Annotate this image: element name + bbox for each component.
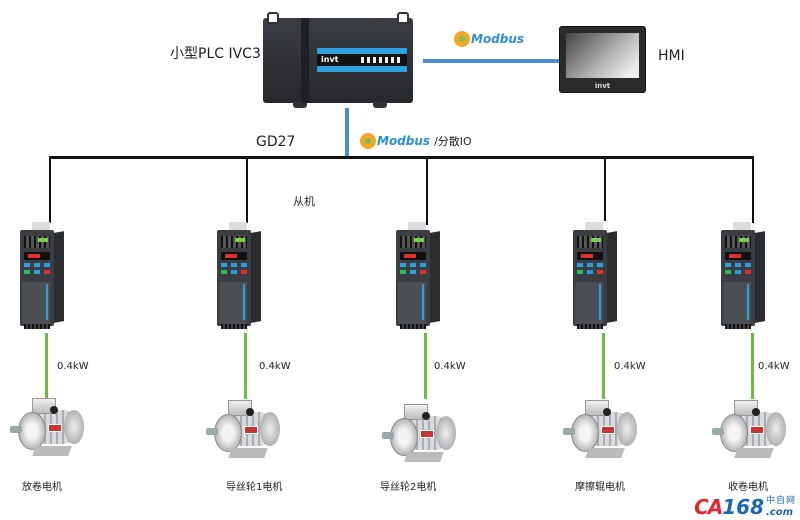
watermark-domain: .com — [765, 507, 794, 518]
plc-bus-link — [345, 108, 349, 158]
motor-cable — [602, 333, 605, 399]
motor-label: 导丝轮1电机 — [226, 482, 283, 493]
motor-icon — [712, 400, 790, 466]
motor-label: 摩擦辊电机 — [575, 482, 625, 493]
watermark-red: CA — [694, 495, 723, 519]
bus-suffix: /分散IO — [434, 135, 472, 148]
gd27-drive — [20, 222, 64, 329]
plc-device: invt — [263, 12, 413, 108]
drive-display — [400, 252, 426, 260]
drop-line — [752, 157, 754, 223]
motor-label: 收卷电机 — [728, 482, 768, 493]
drive-display — [24, 252, 50, 260]
motor-label: 放卷电机 — [22, 482, 62, 493]
gd27-drive — [573, 222, 617, 329]
drop-line — [49, 157, 51, 223]
hmi-device: invt — [559, 26, 646, 93]
watermark-chinese: 中自网 — [765, 496, 796, 506]
hmi-label: HMI — [658, 48, 685, 64]
fieldbus-line — [49, 156, 754, 159]
motor-cable — [424, 333, 427, 399]
motor-cable — [751, 333, 754, 399]
slave-label: 从机 — [293, 195, 315, 208]
plc-brand: invt — [321, 55, 339, 64]
motor-icon — [10, 398, 88, 464]
drop-line — [426, 157, 428, 225]
bus-label: GD27 — [256, 134, 296, 150]
modbus-logo-hmi: Modbus — [454, 31, 524, 47]
gd27-drive — [217, 222, 261, 329]
motor-icon — [382, 404, 460, 470]
drive-display — [577, 252, 603, 260]
gd27-drive — [721, 222, 765, 329]
plc-label: 小型PLC IVC3 — [170, 46, 261, 62]
power-label: 0.4kW — [434, 361, 466, 372]
watermark-logo: CA 168 中自网 .com — [694, 496, 796, 518]
motor-icon — [206, 400, 284, 466]
drop-line — [246, 157, 248, 223]
power-label: 0.4kW — [57, 361, 89, 372]
power-label: 0.4kW — [758, 361, 790, 372]
watermark-blue: 168 — [722, 495, 764, 519]
power-label: 0.4kW — [614, 361, 646, 372]
motor-cable — [45, 333, 48, 399]
drop-line — [604, 157, 606, 221]
motor-icon — [563, 400, 641, 466]
motor-cable — [244, 333, 247, 399]
drive-display — [221, 252, 247, 260]
modbus-burst-icon — [360, 133, 376, 149]
power-label: 0.4kW — [259, 361, 291, 372]
motor-label: 导丝轮2电机 — [380, 482, 437, 493]
modbus-logo-bus: Modbus /分散IO — [360, 133, 472, 149]
drive-display — [725, 252, 751, 260]
gd27-drive — [396, 222, 440, 329]
plc-hmi-link — [423, 59, 560, 63]
modbus-burst-icon — [454, 31, 470, 47]
